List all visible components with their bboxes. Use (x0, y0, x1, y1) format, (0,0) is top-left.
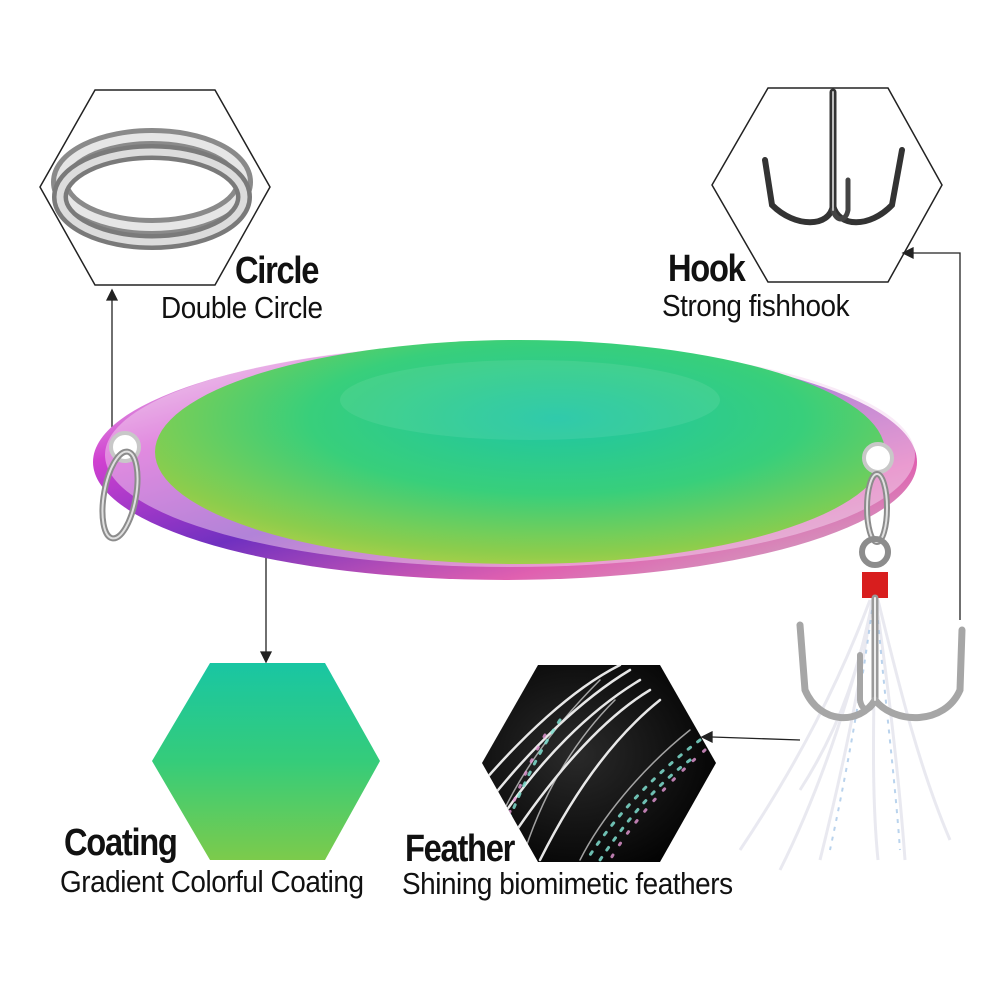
hook-title: Hook (668, 248, 746, 290)
treble-hook-prongs (796, 594, 966, 722)
circle-title: Circle (235, 250, 319, 292)
split-ring-icon (51, 128, 253, 250)
coating-hexagon (152, 663, 380, 860)
coating-subtitle: Gradient Colorful Coating (60, 864, 364, 899)
feather-title: Feather (405, 828, 515, 870)
hook-hexagon-frame (711, 87, 943, 283)
circle-detail (39, 89, 271, 286)
feather-detail (482, 665, 716, 862)
lure-rear-hole (862, 442, 894, 474)
treble-hook-with-feathers (738, 572, 966, 871)
feather-subtitle: Shining biomimetic feathers (402, 866, 733, 901)
circle-subtitle: Double Circle (161, 290, 323, 325)
feather-tuft (738, 599, 952, 871)
front-split-ring (99, 448, 141, 542)
treble-hook-icon (762, 88, 905, 226)
spoon-lure (93, 340, 917, 580)
red-thread-wrap (862, 572, 888, 598)
rear-split-ring (859, 471, 891, 568)
hook-detail (711, 87, 943, 283)
coating-detail (152, 663, 380, 860)
hook-subtitle: Strong fishhook (662, 288, 850, 323)
lure-face (155, 340, 885, 564)
coating-title: Coating (64, 822, 178, 864)
